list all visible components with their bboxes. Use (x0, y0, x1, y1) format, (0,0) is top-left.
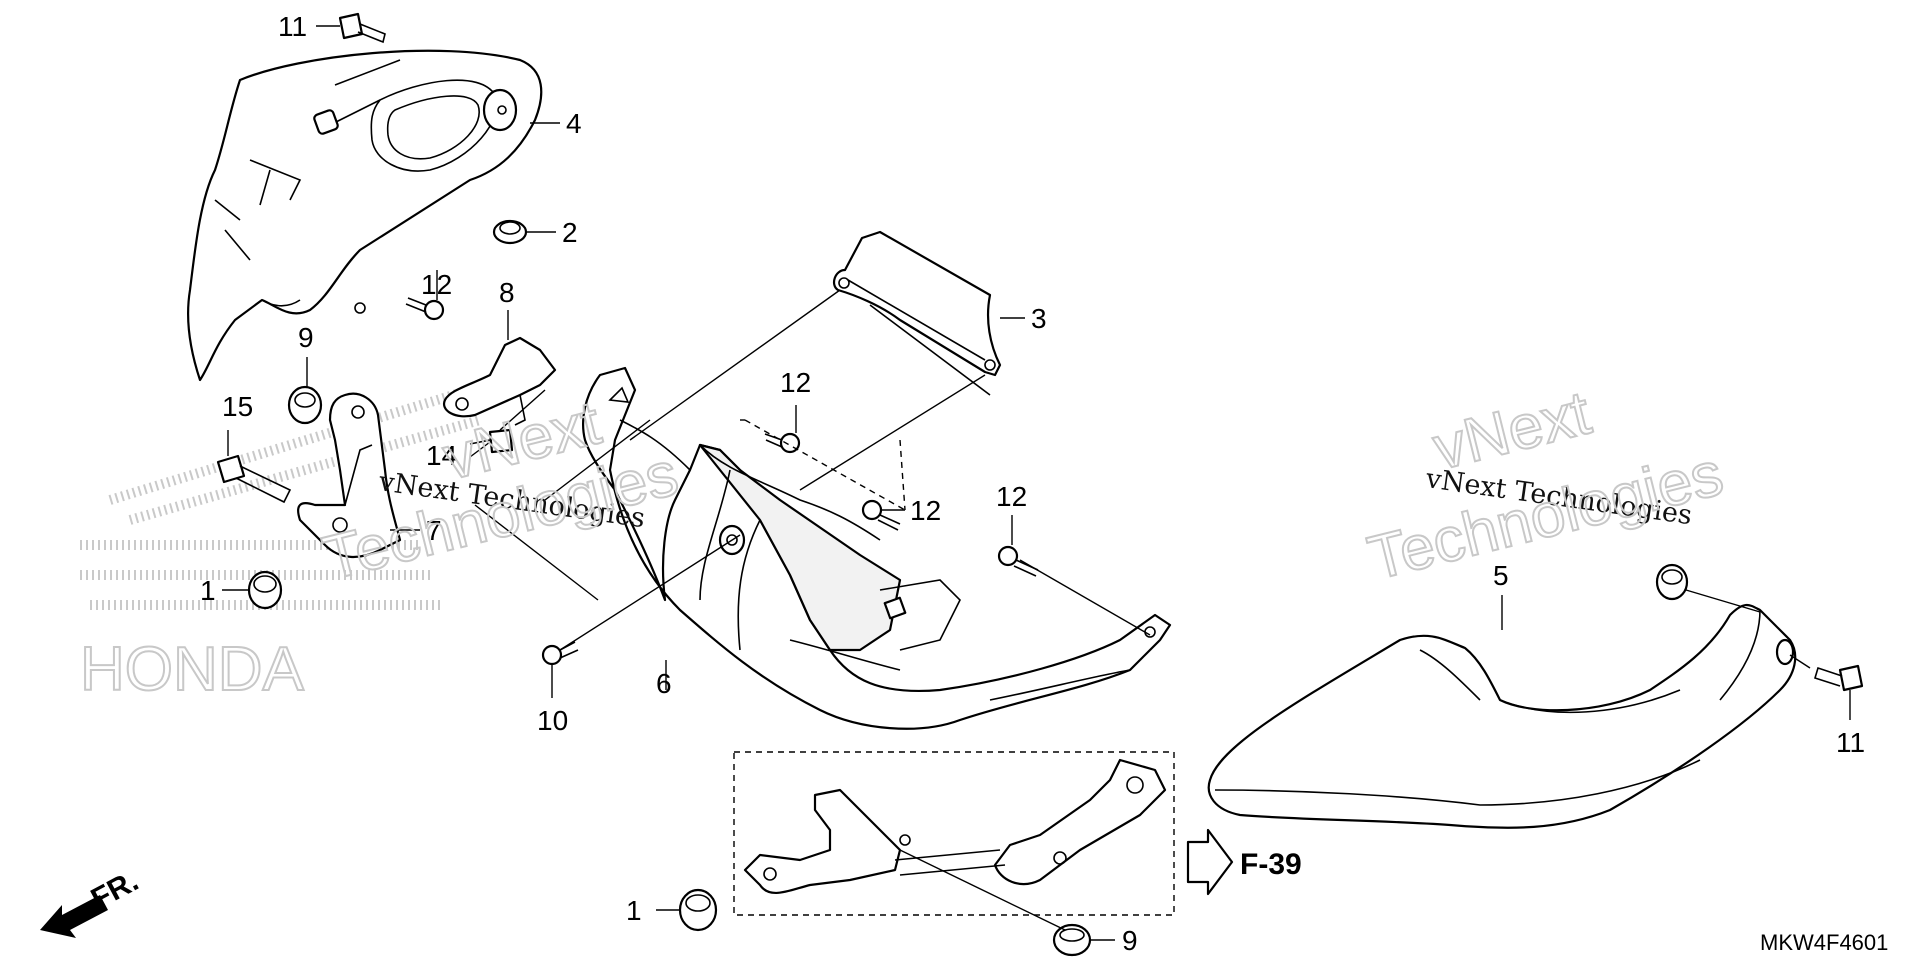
part-8-bracket (442, 336, 557, 426)
part-12-screw-a (405, 297, 445, 321)
part-3-inner-panel (832, 230, 1002, 396)
part-12-screw-b (764, 432, 801, 454)
callout-11-right: 11 (1836, 727, 1865, 758)
callouts: 11 4 2 12 8 9 15 14 7 1 3 12 12 12 6 10 … (200, 11, 1865, 956)
callout-7: 7 (426, 515, 442, 546)
part-1-grommet-bottom (678, 888, 718, 932)
part-2-grommet (492, 219, 528, 245)
callout-12-c: 12 (910, 495, 941, 526)
part-9-grommet-bottom (1052, 923, 1092, 957)
callout-1-bottom: 1 (626, 895, 642, 926)
callout-15: 15 (222, 391, 253, 422)
part-7-stay (297, 392, 402, 558)
callout-9-bottom: 9 (1122, 925, 1138, 956)
callout-6: 6 (656, 668, 672, 699)
callout-5: 5 (1493, 560, 1509, 591)
reference-box-f39 (733, 751, 1175, 916)
watermark-word1-right: vNext (1427, 378, 1597, 483)
callout-3: 3 (1031, 303, 1047, 334)
leader-lines (222, 25, 1851, 941)
reference-label: F-39 (1240, 848, 1302, 881)
honda-watermark-text: HONDA (80, 635, 305, 704)
callout-12-d: 12 (996, 481, 1027, 512)
part-12-screw-d (997, 545, 1039, 577)
callout-14: 14 (426, 440, 457, 471)
callout-10: 10 (537, 705, 568, 736)
diagram-code: MKW4F4601 (1760, 930, 1888, 955)
callout-8: 8 (499, 277, 515, 308)
callout-12-b: 12 (780, 367, 811, 398)
part-5-under-cover (1207, 603, 1797, 829)
part-9-grommet-left (287, 385, 323, 425)
reference-arrow (1186, 828, 1234, 896)
callout-12-a: 12 (421, 269, 452, 300)
part-10-screw (541, 641, 579, 666)
part-11-bolt-top (338, 12, 386, 44)
part-12-screw-c (861, 499, 901, 531)
part-11-bolt-right (1814, 664, 1864, 692)
part-9-grommet-right (1655, 563, 1689, 601)
callout-9-left: 9 (298, 322, 314, 353)
part-15-bolt (216, 454, 292, 504)
part-6-lower-cowl (582, 366, 1172, 730)
callout-1-left: 1 (200, 575, 216, 606)
callout-4: 4 (566, 108, 582, 139)
part-1-grommet-left (247, 570, 283, 610)
callout-11-top: 11 (278, 11, 307, 42)
part-14-bolt (469, 428, 514, 454)
part-4-upper-cover (186, 49, 543, 382)
front-direction-arrow (40, 895, 108, 938)
callout-2: 2 (562, 217, 578, 248)
